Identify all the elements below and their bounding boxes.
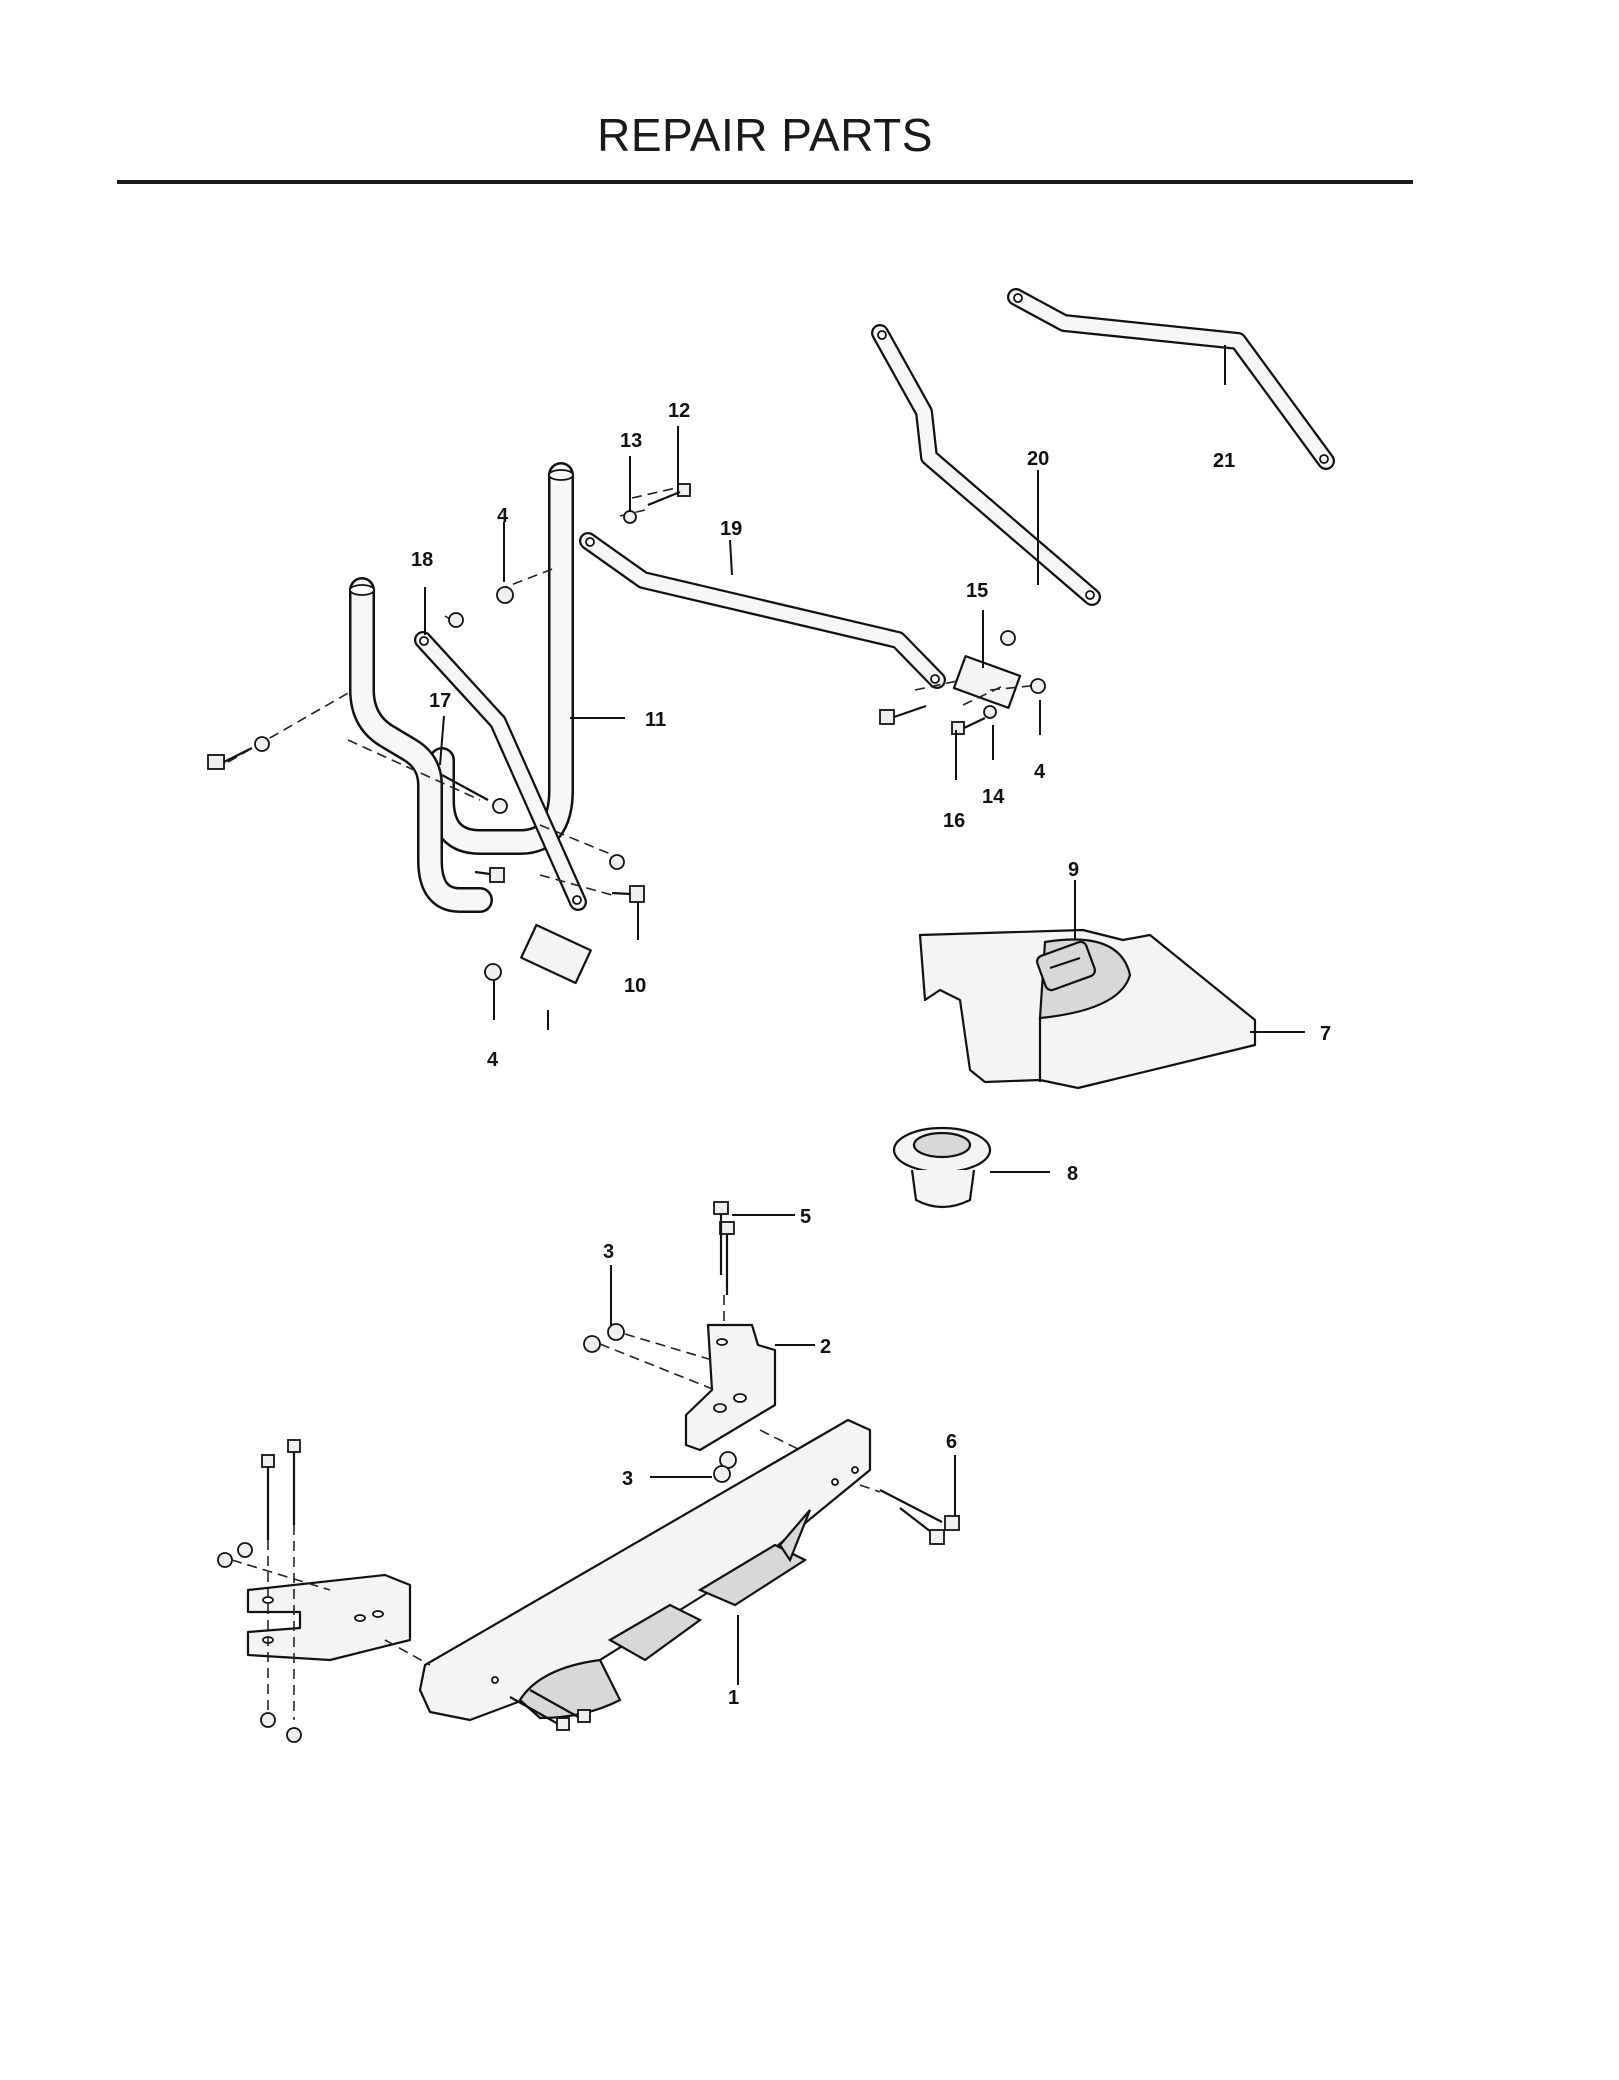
callouts: 21 20 19 12 13 4 18 17 11 15 4 14 16 10 … xyxy=(411,400,1331,1709)
callout-3-top: 3 xyxy=(603,1241,614,1263)
spindle-bracket-left xyxy=(217,1439,431,1743)
callout-8: 8 xyxy=(1067,1163,1078,1185)
bolt-left-a xyxy=(509,1696,561,1726)
callout-6: 6 xyxy=(946,1431,957,1453)
callout-11: 11 xyxy=(645,709,666,731)
link-bar-19 xyxy=(579,532,946,689)
title-rule xyxy=(117,180,1413,184)
callout-20: 20 xyxy=(1027,448,1049,470)
nut-3a xyxy=(583,1335,601,1353)
nut-3b xyxy=(607,1323,625,1341)
bolt-left-b xyxy=(529,1689,581,1719)
callout-9: 9 xyxy=(1068,859,1079,881)
callout-3-bottom: 3 xyxy=(622,1468,633,1490)
page-title: REPAIR PARTS xyxy=(597,109,933,161)
callout-4-bottom: 4 xyxy=(487,1049,499,1071)
tube-11-front xyxy=(349,577,493,913)
bracket-plate-left xyxy=(520,923,592,985)
callout-18: 18 xyxy=(411,549,433,571)
callout-14: 14 xyxy=(982,786,1005,808)
callout-16: 16 xyxy=(943,810,965,832)
tube-11 xyxy=(429,462,574,855)
bracket-plate-15 xyxy=(952,655,1022,709)
link-bar-20 xyxy=(871,324,1101,606)
axle-beam-1 xyxy=(418,1418,872,1722)
callout-1: 1 xyxy=(728,1687,739,1709)
callout-19: 19 xyxy=(720,518,742,540)
hanger-bracket-2 xyxy=(684,1323,777,1452)
callout-12: 12 xyxy=(668,400,690,422)
callout-21: 21 xyxy=(1213,450,1235,472)
nut-3d xyxy=(713,1465,731,1483)
bolts-6 xyxy=(859,1484,960,1545)
callout-4-right: 4 xyxy=(1034,761,1046,783)
logo-badge-9 xyxy=(1036,940,1096,992)
link-bar-21 xyxy=(1007,288,1335,470)
callout-17: 17 xyxy=(429,690,451,712)
callout-13: 13 xyxy=(620,430,642,452)
deck-cover-7 xyxy=(918,928,1257,1090)
leader-lines xyxy=(424,345,1305,1685)
callout-5: 5 xyxy=(800,1206,811,1228)
hardware-upper xyxy=(207,483,1046,981)
callout-15: 15 xyxy=(966,580,988,602)
pulley-8 xyxy=(892,1126,992,1209)
callout-2: 2 xyxy=(820,1336,831,1358)
bracket-18 xyxy=(414,631,587,911)
callout-7: 7 xyxy=(1320,1023,1331,1045)
callout-4-top: 4 xyxy=(497,505,509,527)
callout-10: 10 xyxy=(624,975,646,997)
bolts-5 xyxy=(713,1201,735,1340)
